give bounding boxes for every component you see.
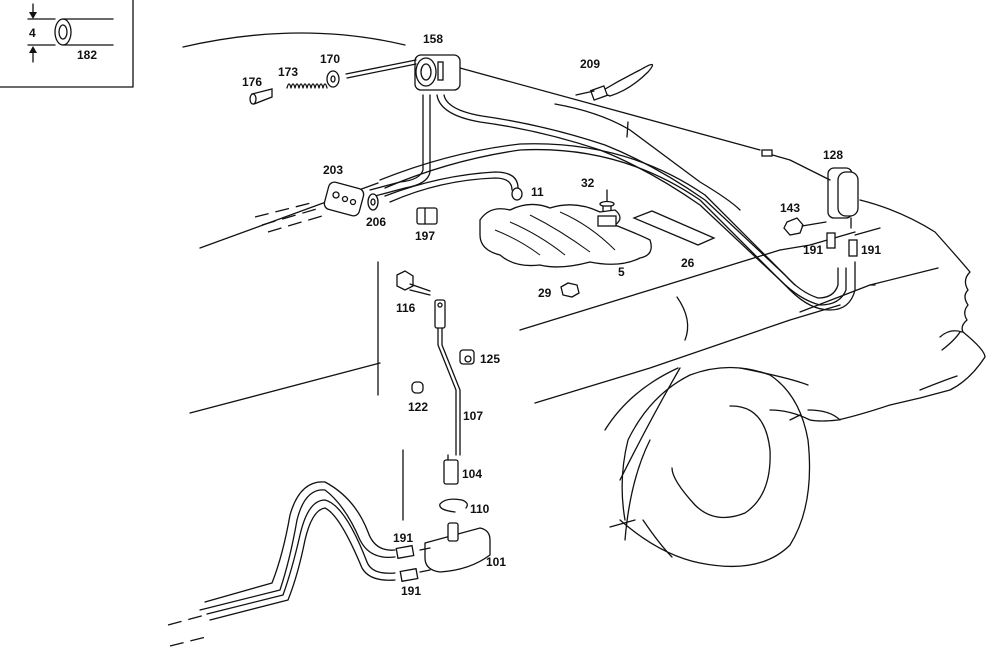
part-203-grommet [323,181,365,217]
callout-5: 5 [618,265,625,279]
callout-191-a: 191 [803,243,823,257]
dimension-label: 4 [29,26,36,40]
part-143-screw [783,217,827,236]
callout-26: 26 [681,256,695,270]
callout-122: 122 [408,400,428,414]
part-104-valve [443,454,459,485]
part-128-nozzle [761,149,859,229]
part-122-clip [411,381,424,394]
callout-128: 128 [823,148,843,162]
callout-110: 110 [470,502,490,516]
callout-203: 203 [323,163,343,177]
part-29-nut [560,282,580,298]
part-206-washer [367,193,379,211]
arrow-down-icon [29,12,37,19]
callout-29: 29 [538,286,552,300]
car-body-outline [182,32,986,568]
part-107-rod-bracket [434,299,446,329]
part-11-hose-end [511,187,523,201]
callout-170: 170 [320,52,340,66]
callout-209: 209 [580,57,600,71]
part-5-insulation-mat [479,203,652,268]
detail-inset-182: 4 182 [0,0,134,88]
callout-101: 101 [486,555,506,569]
callout-32: 32 [581,176,595,190]
part-170-washer [326,70,340,88]
callout-176: 176 [242,75,262,89]
part-197-clip [416,207,438,225]
callout-116: 116 [396,301,416,315]
callout-191-d: 191 [401,584,421,598]
callout-191-c: 191 [393,531,413,545]
part-125-clip-nut [459,349,475,365]
part-158-pump [345,54,461,91]
part-26-pad [632,210,716,246]
part-101-reservoir [419,522,491,573]
callout-197: 197 [415,229,435,243]
callout-158: 158 [423,32,443,46]
callout-labels: 158 170 173 176 209 128 143 191 191 203 … [242,32,881,598]
part-209-cable-tie [575,63,654,101]
callout-173: 173 [278,65,298,79]
callout-206: 206 [366,215,386,229]
callout-107: 107 [463,409,483,423]
callout-104: 104 [462,467,482,481]
callout-143: 143 [780,201,800,215]
hose-connectors-191 [395,232,858,583]
callout-125: 125 [480,352,500,366]
part-32-screw [599,189,615,213]
callout-182: 182 [77,48,97,62]
hose-routing [167,94,856,647]
callout-191-b: 191 [861,243,881,257]
callout-11: 11 [531,185,544,199]
part-176-knob [249,88,273,105]
arrow-up-icon [29,46,37,53]
part-173-spring [286,83,328,89]
part-110-circlip [439,498,468,513]
part-116-bolt [396,270,431,296]
